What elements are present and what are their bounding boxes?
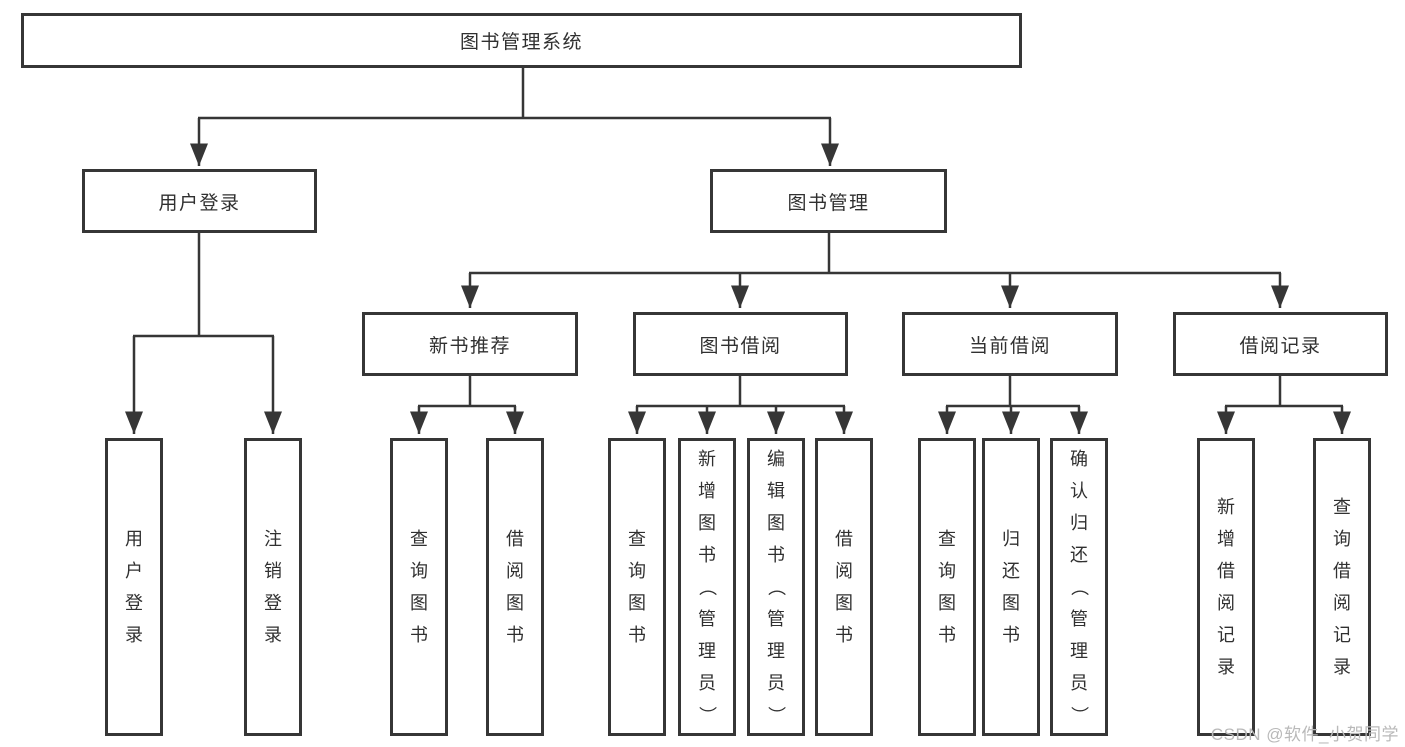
leaf-newbooks-borrow-books: 借阅图书 — [486, 438, 544, 736]
csdn-watermark: CSDN @软件_小贺同学 — [1210, 725, 1399, 744]
leaf-current-query-books-label: 查询图书 — [938, 529, 956, 645]
leaf-borrowing-query-books: 查询图书 — [608, 438, 666, 736]
node-current-borrow: 当前借阅 — [902, 312, 1118, 376]
node-new-book-recommend: 新书推荐 — [362, 312, 578, 376]
leaf-borrowing-query-books-label: 查询图书 — [628, 529, 646, 645]
leaf-logout: 注销登录 — [244, 438, 302, 736]
leaf-newbooks-borrow-books-label: 借阅图书 — [506, 529, 524, 645]
node-book-borrowing: 图书借阅 — [633, 312, 848, 376]
leaf-current-confirm-return-admin: 确认归还（管理员） — [1050, 438, 1108, 736]
leaf-records-query-record: 查询借阅记录 — [1313, 438, 1371, 736]
leaf-user-login: 用户登录 — [105, 438, 163, 736]
node-borrow-records-label: 借阅记录 — [1239, 335, 1322, 357]
leaf-borrowing-edit-books-admin-label: 编辑图书（管理员） — [766, 449, 786, 724]
node-user-login: 用户登录 — [82, 169, 317, 233]
node-book-management-label: 图书管理 — [787, 192, 870, 214]
leaf-records-add-record-label: 新增借阅记录 — [1217, 497, 1235, 677]
node-user-login-label: 用户登录 — [158, 192, 241, 214]
leaf-borrowing-add-books-admin: 新增图书（管理员） — [678, 438, 736, 736]
leaf-current-confirm-return-admin-label: 确认归还（管理员） — [1069, 449, 1089, 724]
leaf-newbooks-query-books: 查询图书 — [390, 438, 448, 736]
leaf-records-add-record: 新增借阅记录 — [1197, 438, 1255, 736]
node-book-management: 图书管理 — [710, 169, 947, 233]
leaf-newbooks-query-books-label: 查询图书 — [410, 529, 428, 645]
leaf-borrowing-borrow-books: 借阅图书 — [815, 438, 873, 736]
node-current-borrow-label: 当前借阅 — [968, 335, 1051, 357]
leaf-current-return-books: 归还图书 — [982, 438, 1040, 736]
leaf-current-return-books-label: 归还图书 — [1002, 529, 1020, 645]
leaf-current-query-books: 查询图书 — [918, 438, 976, 736]
node-new-book-recommend-label: 新书推荐 — [428, 335, 511, 357]
leaf-borrowing-borrow-books-label: 借阅图书 — [835, 529, 853, 645]
node-borrow-records: 借阅记录 — [1173, 312, 1388, 376]
leaf-logout-label: 注销登录 — [264, 529, 282, 645]
node-root-label: 图书管理系统 — [459, 32, 583, 53]
leaf-borrowing-add-books-admin-label: 新增图书（管理员） — [697, 449, 717, 724]
node-book-borrowing-label: 图书借阅 — [699, 335, 782, 357]
leaf-borrowing-edit-books-admin: 编辑图书（管理员） — [747, 438, 805, 736]
leaf-user-login-label: 用户登录 — [125, 529, 143, 645]
node-root-system: 图书管理系统 — [21, 13, 1022, 68]
leaf-records-query-record-label: 查询借阅记录 — [1333, 497, 1351, 677]
